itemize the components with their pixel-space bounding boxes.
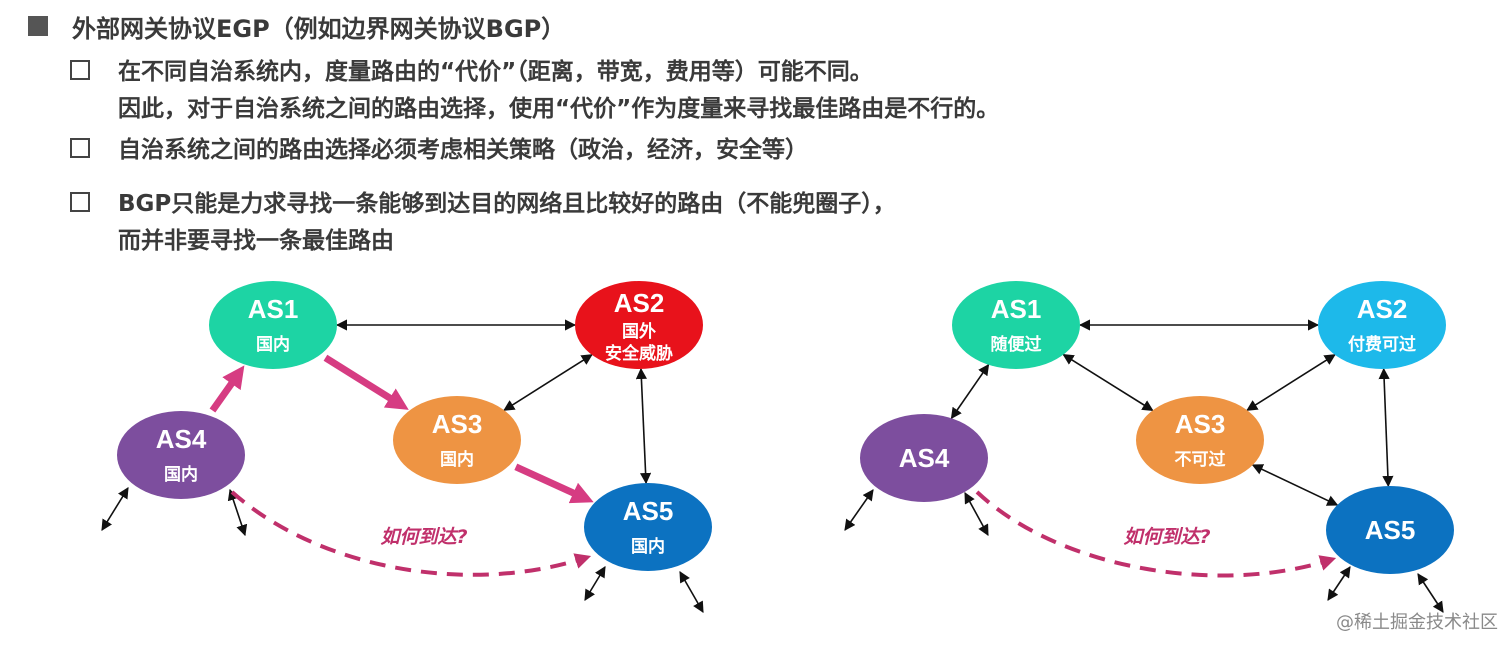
question-label: 如何到达?: [1123, 526, 1210, 548]
checkbox-bullet-icon: [70, 192, 90, 212]
node-ellipse: [209, 281, 337, 369]
node-as5: AS5: [1326, 486, 1454, 574]
bullet-line: 在不同自治系统内，度量路由的“代价”（距离，带宽，费用等）可能不同。: [118, 59, 873, 85]
node-ellipse: [584, 483, 712, 571]
node-as1: AS1 随便过: [952, 281, 1080, 369]
watermark: @稀土掘金技术社区: [1336, 612, 1498, 633]
node-ellipse: [1326, 486, 1454, 574]
node-label: AS2: [614, 288, 665, 318]
bullet-text: 在不同自治系统内，度量路由的“代价”（距离，带宽，费用等）可能不同。 因此，对于…: [118, 54, 999, 128]
link-arrow-as1-as3: [1062, 353, 1154, 412]
bullet-item: 在不同自治系统内，度量路由的“代价”（距离，带宽，费用等）可能不同。 因此，对于…: [70, 54, 999, 128]
checkbox-bullet-icon: [70, 138, 90, 158]
node-label: AS5: [623, 496, 674, 526]
node-sublabel: 安全威胁: [605, 343, 673, 364]
external-link-arrow: [1327, 566, 1351, 601]
node-sublabel: 不可过: [1175, 450, 1226, 470]
node-ellipse: [952, 281, 1080, 369]
node-as5: AS5 国内: [584, 483, 712, 571]
checkbox-bullet-icon: [70, 60, 90, 80]
node-sublabel: 国内: [164, 464, 198, 485]
node-label: AS4: [899, 443, 950, 473]
bullet-item: BGP只能是力求寻找一条能够到达目的网络且比较好的路由（不能兜圈子）， 而并非要…: [70, 186, 896, 260]
external-link-arrow: [227, 488, 248, 537]
node-as4: AS4: [860, 414, 988, 502]
node-as4: AS4 国内: [117, 411, 245, 499]
link-arrow-as2-as3: [503, 354, 593, 411]
node-sublabel: 国外: [622, 321, 656, 342]
node-label: AS1: [248, 294, 299, 324]
node-sublabel: 随便过: [991, 334, 1042, 355]
bullet-line: 自治系统之间的路由选择必须考虑相关策略（政治，经济，安全等）: [118, 137, 808, 163]
route-arrow-as4-as1: [209, 365, 245, 413]
node-as2: AS2 付费可过: [1318, 281, 1446, 369]
link-arrow-as1-as4: [950, 363, 990, 420]
external-link-arrow: [101, 487, 129, 531]
node-ellipse: [1318, 281, 1446, 369]
node-as3: AS3 不可过: [1136, 396, 1264, 484]
page-title: 外部网关协议EGP（例如边界网关协议BGP）: [72, 14, 566, 43]
square-bullet-icon: [28, 16, 48, 36]
external-link-arrow: [584, 566, 606, 601]
external-link-arrow: [844, 489, 874, 531]
node-sublabel: 国内: [440, 449, 474, 470]
link-arrow-as2-as5: [635, 367, 652, 485]
external-link-arrow: [1417, 573, 1444, 613]
external-link-arrow: [679, 571, 704, 613]
link-arrow-as2-as5: [1378, 367, 1394, 488]
node-sublabel: 付费可过: [1348, 334, 1416, 355]
node-as3: AS3 国内: [393, 396, 521, 484]
node-ellipse: [393, 396, 521, 484]
question-label: 如何到达?: [380, 526, 467, 548]
node-ellipse: [860, 414, 988, 502]
dashed-route-arrow: [975, 490, 1337, 578]
bullet-text: 自治系统之间的路由选择必须考虑相关策略（政治，经济，安全等）: [118, 132, 808, 169]
route-arrow-as1-as3: [323, 354, 409, 410]
node-label: AS3: [1175, 409, 1226, 439]
bullet-text: BGP只能是力求寻找一条能够到达目的网络且比较好的路由（不能兜圈子）， 而并非要…: [118, 186, 896, 260]
node-as1: AS1 国内: [209, 281, 337, 369]
bullet-line: 因此，对于自治系统之间的路由选择，使用“代价”作为度量来寻找最佳路由是不行的。: [118, 96, 1000, 122]
node-sublabel: 国内: [256, 334, 290, 355]
heading-row: 外部网关协议EGP（例如边界网关协议BGP）: [28, 6, 565, 46]
bullet-line: 而并非要寻找一条最佳路由: [118, 228, 394, 254]
link-arrow-as2-as3: [1246, 354, 1336, 411]
route-arrow-as3-as5: [514, 463, 594, 504]
bullet-item: 自治系统之间的路由选择必须考虑相关策略（政治，经济，安全等）: [70, 132, 808, 169]
node-label: AS5: [1365, 515, 1416, 545]
node-ellipse: [1136, 396, 1264, 484]
node-label: AS2: [1357, 294, 1408, 324]
external-link-arrow: [964, 492, 989, 536]
node-sublabel: 国内: [631, 536, 665, 557]
node-label: AS1: [991, 294, 1042, 324]
link-arrow-as3-as5: [1251, 464, 1339, 506]
node-label: AS3: [432, 409, 483, 439]
bullet-line: BGP只能是力求寻找一条能够到达目的网络且比较好的路由（不能兜圈子），: [118, 191, 896, 217]
node-label: AS4: [156, 424, 207, 454]
node-ellipse: [575, 281, 703, 369]
dashed-route-arrow: [230, 490, 592, 577]
node-ellipse: [117, 411, 245, 499]
